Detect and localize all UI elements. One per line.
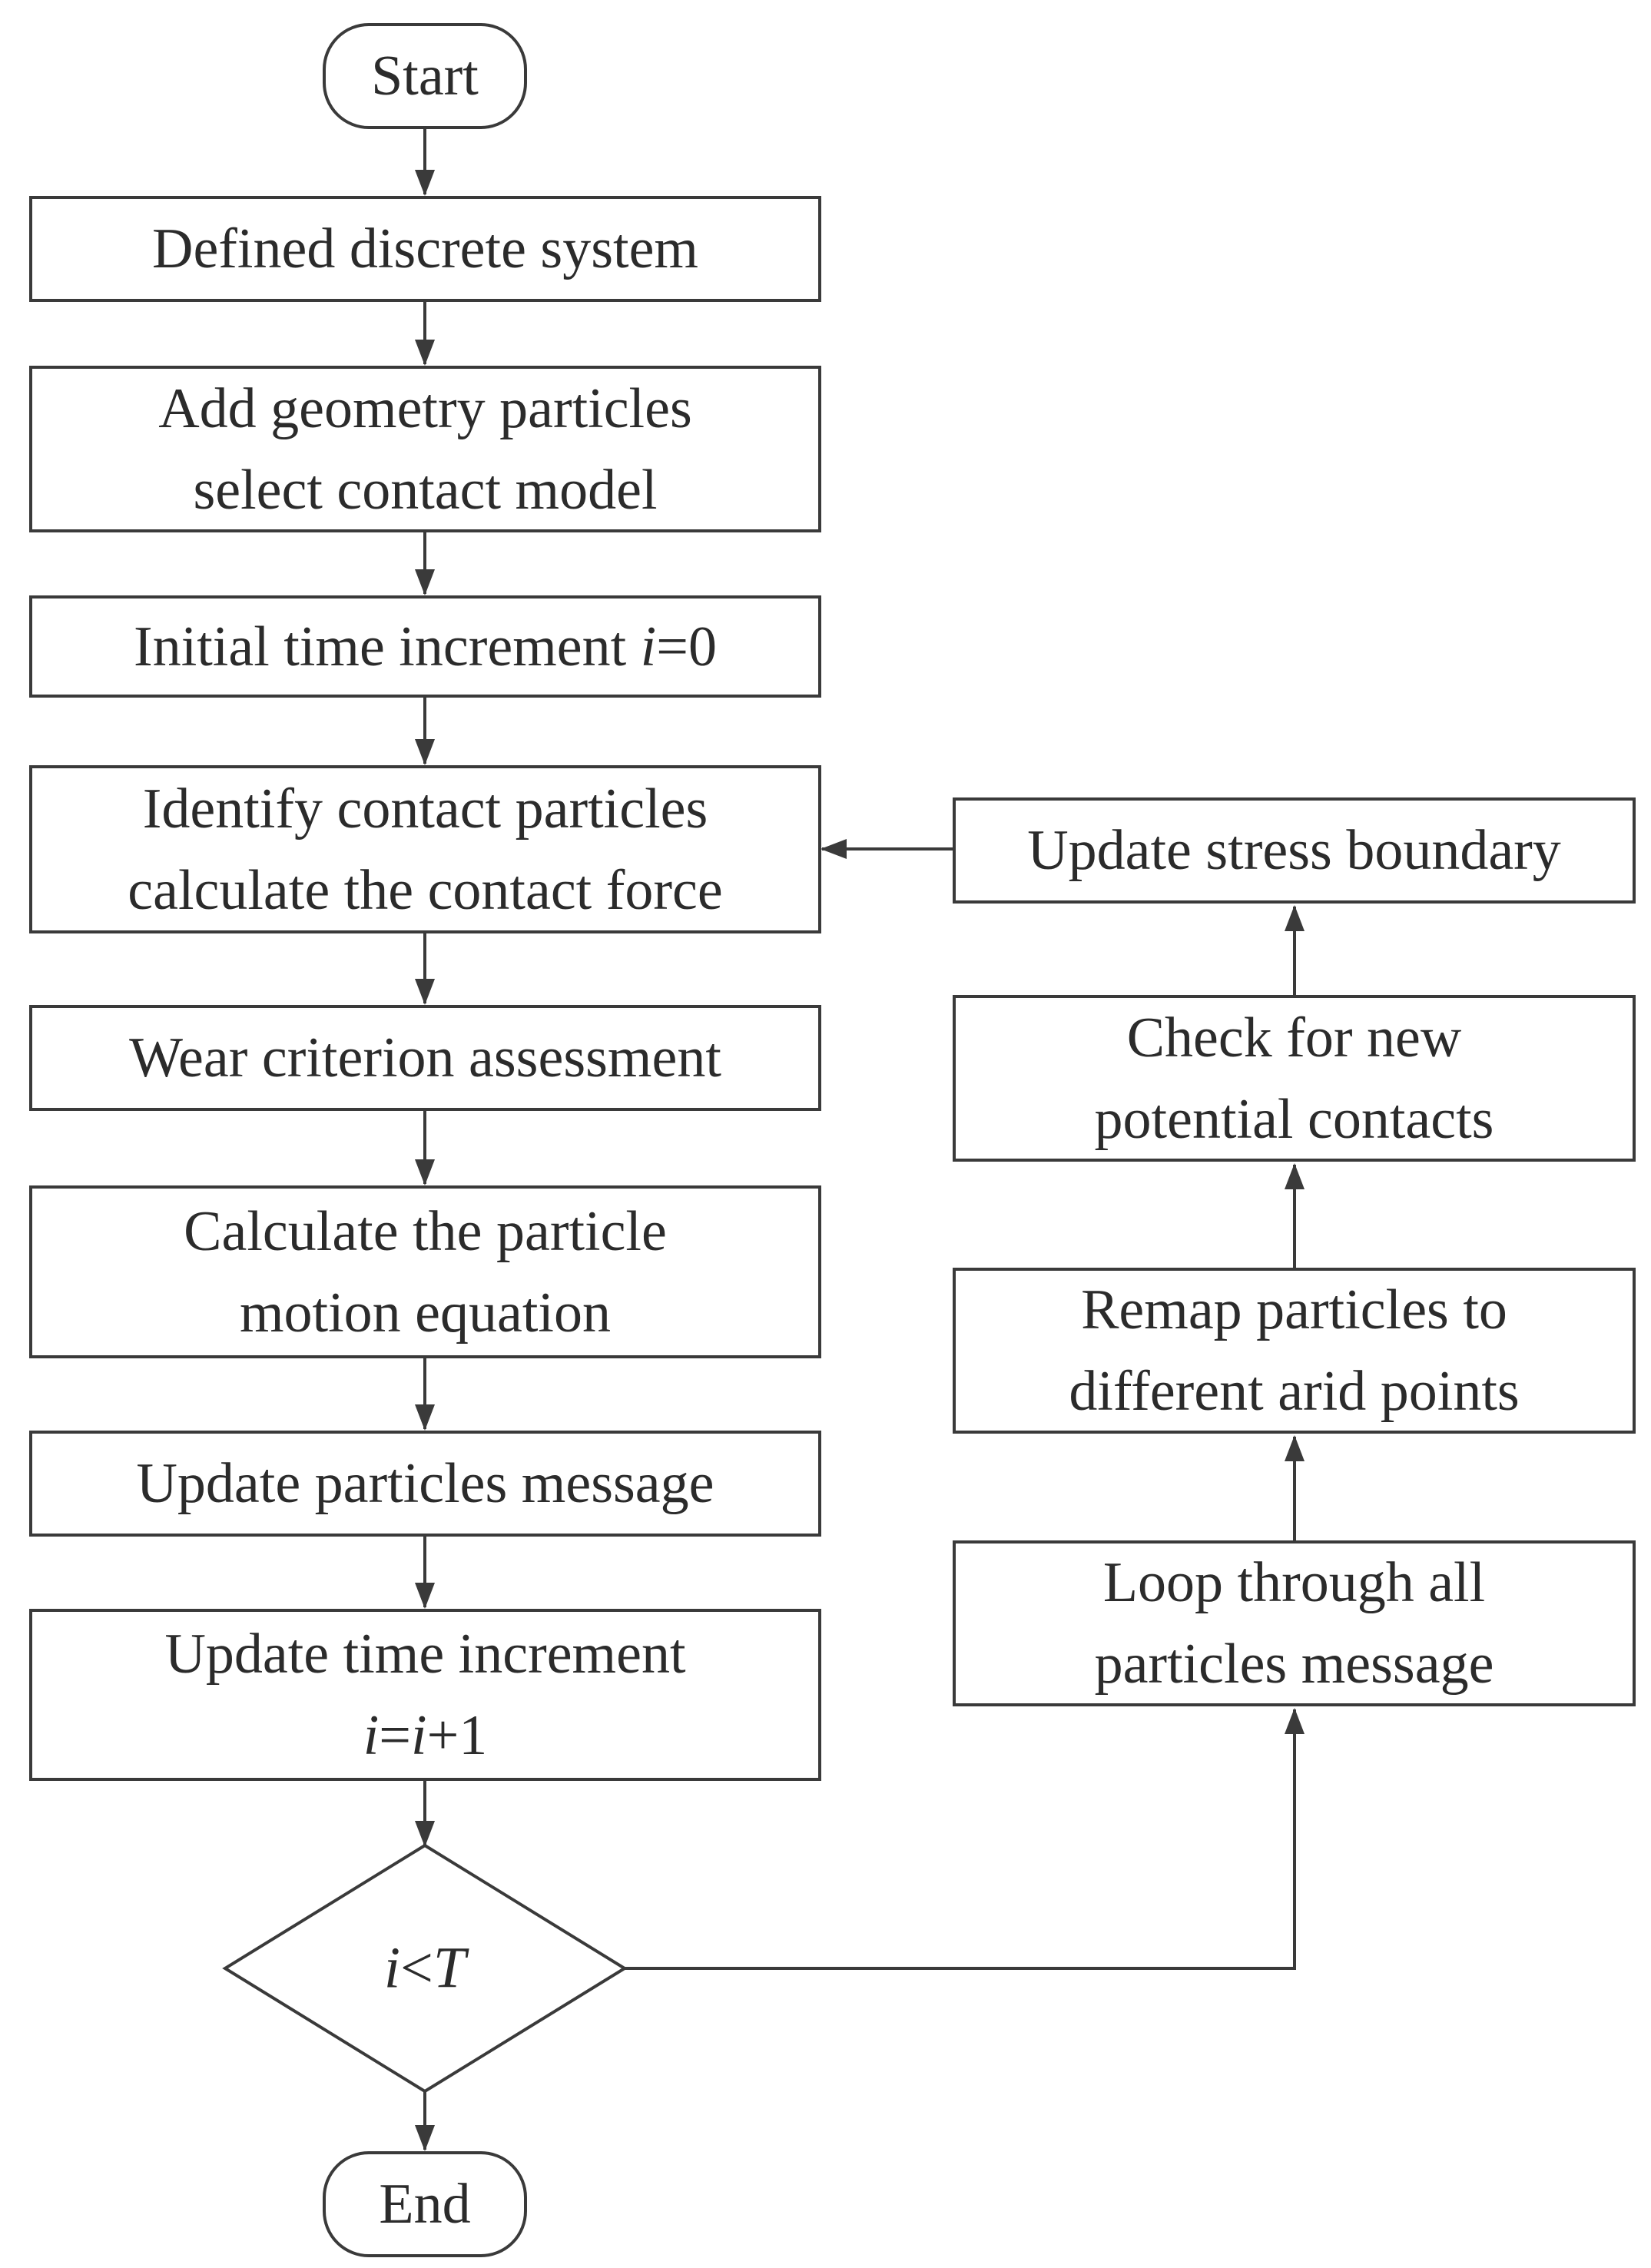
decision-op: < [399, 1935, 433, 2001]
initial-time-text: Initial time increment [134, 615, 641, 678]
add-geometry-line-1: Add geometry particles [158, 376, 692, 440]
decision-diamond [222, 1843, 628, 2094]
start-label: Start [371, 45, 479, 108]
identify-contact-line-2: calculate the contact force [128, 858, 723, 922]
initial-time-var: i [640, 615, 657, 678]
update-particles-label: Update particles message [136, 1452, 714, 1515]
add-geometry-box: Add geometry particles select contact mo… [29, 366, 821, 532]
remap-particles-line-2: different arid points [1069, 1360, 1520, 1423]
start-terminal: Start [323, 23, 527, 129]
calc-motion-box: Calculate the particle motion equation [29, 1185, 821, 1358]
identify-contact-line-1: Identify contact particles [142, 777, 708, 841]
initial-time-box: Initial time increment i=0 [29, 595, 821, 698]
end-label: End [379, 2173, 471, 2236]
identify-contact-box: Identify contact particles calculate the… [29, 765, 821, 933]
loop-particles-box: Loop through all particles message [953, 1540, 1636, 1706]
loop-particles-line-2: particles message [1094, 1633, 1494, 1696]
update-time-line-1: Update time increment [164, 1623, 686, 1686]
update-particles-box: Update particles message [29, 1431, 821, 1537]
end-terminal: End [323, 2151, 527, 2257]
update-time-rest: +1 [426, 1704, 488, 1767]
calc-motion-line-1: Calculate the particle [184, 1199, 667, 1263]
check-contacts-line-2: potential contacts [1094, 1087, 1494, 1151]
update-stress-label: Update stress boundary [1027, 819, 1561, 882]
calc-motion-line-2: motion equation [240, 1281, 611, 1345]
update-time-line-2: i=i+1 [363, 1695, 488, 1776]
update-time-var1: i [363, 1704, 380, 1767]
arrow-decision-to-loop [625, 1708, 1305, 1970]
add-geometry-line-2: select contact model [193, 458, 658, 522]
remap-particles-line-1: Remap particles to [1081, 1278, 1507, 1341]
update-time-eq: = [379, 1704, 411, 1767]
wear-criterion-label: Wear criterion assessment [129, 1026, 721, 1089]
define-system-box: Defined discrete system [29, 196, 821, 302]
decision-var2: T [433, 1935, 466, 2001]
define-system-label: Defined discrete system [152, 217, 698, 280]
update-stress-box: Update stress boundary [953, 797, 1636, 904]
remap-particles-box: Remap particles to different arid points [953, 1268, 1636, 1434]
decision-var1: i [383, 1935, 400, 2001]
check-contacts-line-1: Check for new [1126, 1006, 1462, 1069]
update-time-box: Update time increment i=i+1 [29, 1609, 821, 1781]
update-time-var2: i [411, 1704, 427, 1767]
initial-time-rest: =0 [656, 615, 717, 678]
initial-time-label: Initial time increment i=0 [134, 606, 717, 688]
wear-criterion-box: Wear criterion assessment [29, 1005, 821, 1111]
loop-particles-line-1: Loop through all [1102, 1551, 1486, 1614]
decision-label: i<T [384, 1935, 466, 2002]
check-contacts-box: Check for new potential contacts [953, 995, 1636, 1162]
